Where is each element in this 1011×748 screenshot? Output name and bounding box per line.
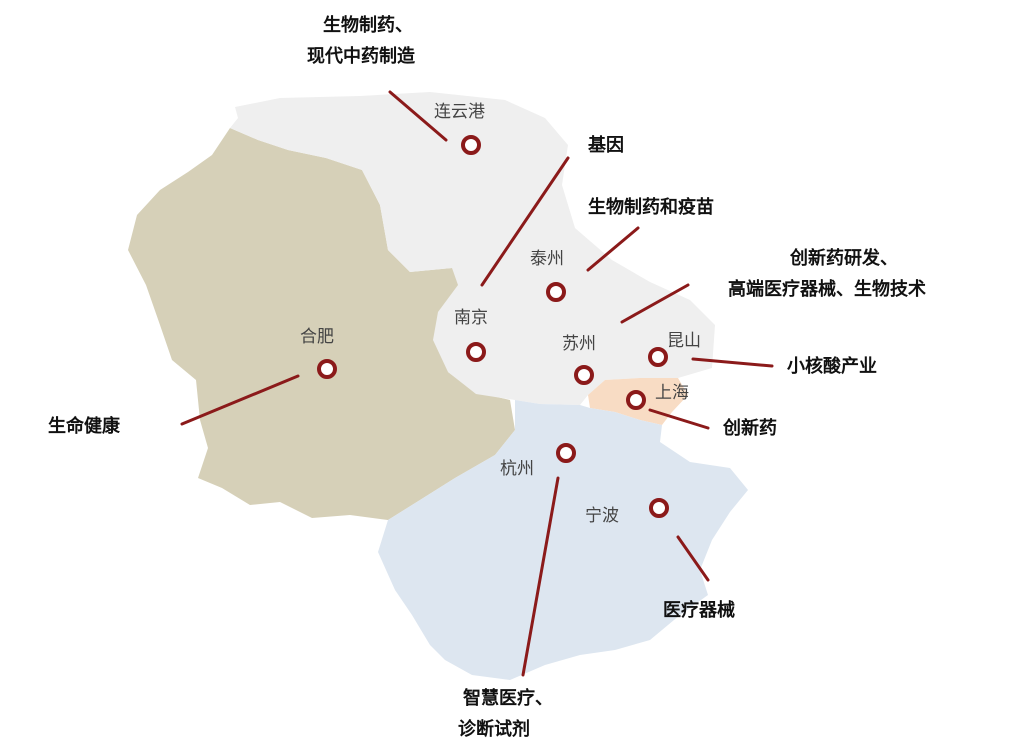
city-label-hefei: 合肥	[300, 327, 334, 347]
industry-hangzhou-line1: 智慧医疗、	[463, 687, 553, 709]
industry-nanjing: 基因	[587, 134, 624, 156]
city-label-suzhou: 苏州	[562, 334, 596, 354]
city-label-nanjing: 南京	[454, 308, 488, 328]
industry-lianyungang-line1: 生物制药、	[323, 14, 413, 36]
city-label-hangzhou: 杭州	[500, 459, 534, 479]
industry-taizhou: 生物制药和疫苗	[588, 196, 714, 218]
industry-ningbo: 医疗器械	[663, 599, 735, 621]
city-label-ningbo: 宁波	[585, 506, 619, 526]
city-label-taizhou: 泰州	[530, 249, 564, 269]
leader-hefei	[180, 374, 300, 426]
industry-hangzhou-line2: 诊断试剂	[458, 718, 530, 740]
marker-hangzhou	[556, 443, 576, 463]
industry-suzhou-line2: 高端医疗器械、生物技术	[728, 278, 926, 300]
city-label-lianyungang: 连云港	[434, 102, 485, 122]
leader-suzhou	[620, 283, 690, 324]
city-label-kunshan: 昆山	[667, 331, 701, 351]
leader-hangzhou	[521, 476, 560, 677]
city-markers	[317, 135, 669, 518]
city-label-shanghai: 上海	[655, 383, 689, 403]
marker-nanjing	[466, 342, 486, 362]
industry-hefei: 生命健康	[48, 415, 121, 437]
city-labels: 连云港 泰州 南京 苏州 昆山 上海 合肥 杭州 宁波	[300, 102, 701, 526]
leader-kunshan	[691, 357, 774, 368]
leader-taizhou	[586, 226, 640, 272]
industry-shanghai: 创新药	[722, 417, 777, 439]
industry-lianyungang-line2: 现代中药制造	[307, 45, 415, 67]
marker-taizhou	[546, 282, 566, 302]
leader-ningbo	[676, 535, 710, 582]
region-zhejiang	[378, 400, 748, 680]
marker-ningbo	[649, 498, 669, 518]
industry-suzhou-line1: 创新药研发、	[789, 247, 898, 269]
marker-lianyungang	[461, 135, 481, 155]
marker-hefei	[317, 359, 337, 379]
marker-shanghai	[626, 390, 646, 410]
leader-lianyungang	[388, 90, 448, 142]
industry-labels: 生物制药、 现代中药制造 基因 生物制药和疫苗 创新药研发、 高端医疗器械、生物…	[48, 14, 926, 740]
region-anhui	[128, 128, 515, 520]
marker-suzhou	[574, 365, 594, 385]
leader-shanghai	[648, 408, 710, 430]
marker-kunshan	[648, 347, 668, 367]
industry-kunshan: 小核酸产业	[787, 355, 877, 377]
leader-lines	[180, 90, 774, 677]
region-jiangsu	[230, 92, 715, 405]
leader-nanjing	[480, 156, 570, 287]
